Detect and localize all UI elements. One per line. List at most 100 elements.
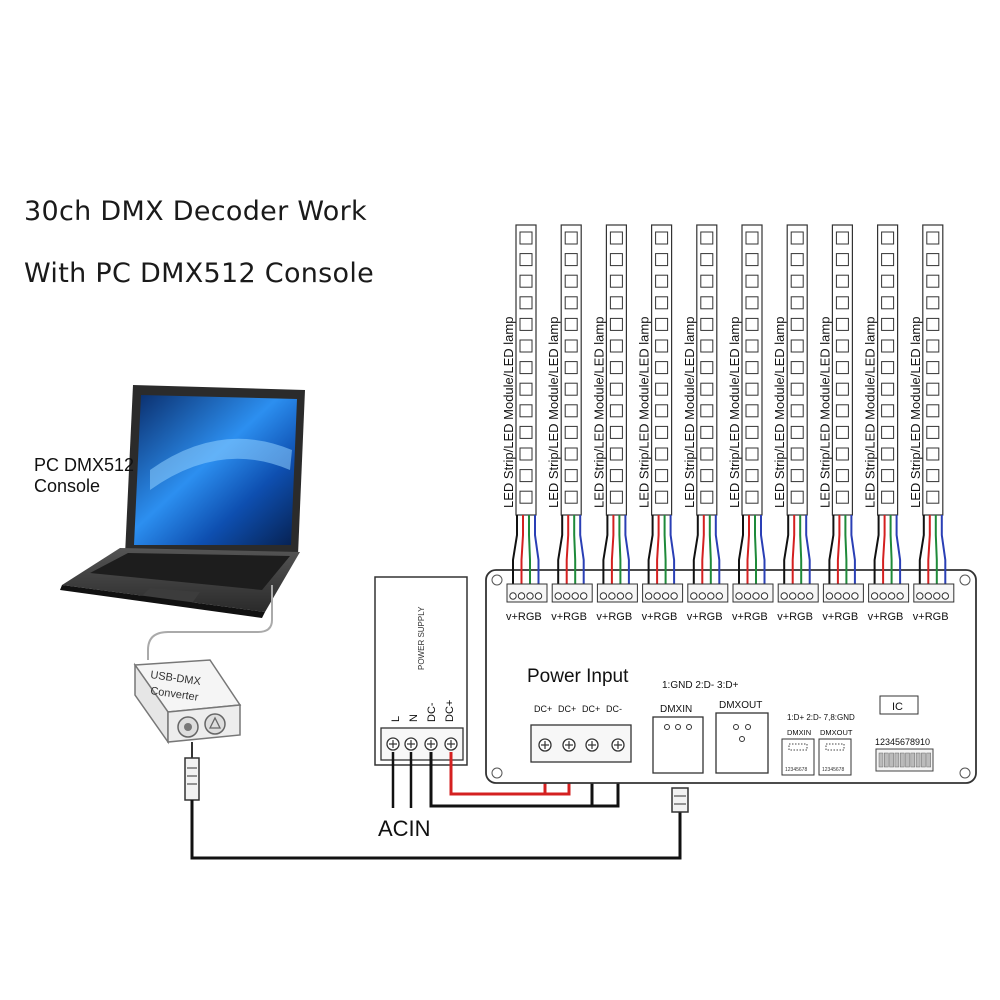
dip-numbers: 12345678910 bbox=[875, 737, 930, 747]
led-chip bbox=[564, 231, 578, 245]
dmxin-port bbox=[652, 716, 704, 774]
led-chip bbox=[609, 274, 623, 288]
led-chip bbox=[745, 382, 759, 396]
dip-switch-cell bbox=[910, 752, 916, 768]
led-chip bbox=[881, 339, 895, 353]
strip-wire bbox=[573, 515, 577, 592]
output-label: v+RGB bbox=[732, 611, 768, 623]
led-chip bbox=[655, 361, 669, 375]
ps-terminal-L: L bbox=[390, 716, 402, 722]
led-chip bbox=[790, 425, 804, 439]
led-chip bbox=[564, 447, 578, 461]
led-chip bbox=[700, 404, 714, 418]
led-chip bbox=[564, 317, 578, 331]
led-chip bbox=[700, 361, 714, 375]
led-chip bbox=[700, 425, 714, 439]
power-terminal-label-2: DC+ bbox=[558, 704, 576, 714]
led-chip bbox=[519, 447, 533, 461]
led-chip bbox=[835, 253, 849, 267]
converter-plug bbox=[184, 757, 200, 801]
screen-swoosh bbox=[150, 438, 292, 490]
small-dmxin-label: DMXIN bbox=[787, 728, 811, 737]
led-chip bbox=[881, 382, 895, 396]
title-line-2: With PC DMX512 Console bbox=[24, 258, 375, 289]
led-chip bbox=[790, 253, 804, 267]
strip-wire bbox=[656, 515, 660, 592]
led-chip bbox=[519, 382, 533, 396]
led-chip bbox=[745, 404, 759, 418]
led-chip bbox=[926, 469, 940, 483]
led-chip bbox=[745, 469, 759, 483]
led-chip bbox=[745, 425, 759, 439]
dip-switch-cell bbox=[878, 752, 884, 768]
strip-wire bbox=[760, 515, 766, 592]
strip-label: LED Strip/LED Module/LED lamp bbox=[682, 317, 697, 508]
led-chip bbox=[519, 296, 533, 310]
led-chip bbox=[564, 425, 578, 439]
ic-label: IC bbox=[892, 701, 903, 713]
led-chip bbox=[655, 469, 669, 483]
led-chip bbox=[609, 339, 623, 353]
strip-wire bbox=[579, 515, 585, 592]
led-chip bbox=[519, 274, 533, 288]
strip-wire bbox=[618, 515, 622, 592]
laptop-keyboard bbox=[90, 553, 290, 590]
led-chip bbox=[745, 253, 759, 267]
led-chip bbox=[881, 447, 895, 461]
led-chip bbox=[790, 447, 804, 461]
strip-wire bbox=[746, 515, 750, 592]
led-chip bbox=[745, 231, 759, 245]
usb-dmx-converter bbox=[133, 659, 242, 745]
small-dmxin-pins: 12345678 bbox=[785, 767, 807, 773]
dmxin-label: DMXIN bbox=[660, 704, 692, 715]
led-chip bbox=[835, 339, 849, 353]
led-chip bbox=[835, 317, 849, 331]
usb-cable bbox=[147, 585, 273, 660]
strip-wire bbox=[754, 515, 757, 592]
strip-wire bbox=[783, 515, 790, 592]
led-chip bbox=[790, 339, 804, 353]
dmxin-plug bbox=[671, 787, 689, 813]
led-chip bbox=[881, 404, 895, 418]
strip-wire bbox=[708, 515, 712, 592]
strip-label: LED Strip/LED Module/LED lamp bbox=[591, 317, 606, 508]
small-dmxout-label: DMXOUT bbox=[820, 728, 853, 737]
led-chip bbox=[655, 404, 669, 418]
output-label: v+RGB bbox=[777, 611, 813, 623]
led-chip bbox=[745, 447, 759, 461]
strip-wire bbox=[791, 515, 796, 592]
led-chip bbox=[745, 317, 759, 331]
led-chip bbox=[745, 339, 759, 353]
led-chip bbox=[790, 274, 804, 288]
strip-wire bbox=[940, 515, 947, 592]
led-chip bbox=[700, 253, 714, 267]
led-chip bbox=[926, 296, 940, 310]
led-chip bbox=[745, 361, 759, 375]
led-chip bbox=[519, 469, 533, 483]
rj-pinout-label: 1:GND 2:D- 3:D+ bbox=[662, 680, 739, 691]
led-chip bbox=[881, 253, 895, 267]
led-chip bbox=[745, 490, 759, 504]
led-chip bbox=[519, 317, 533, 331]
led-chip bbox=[609, 382, 623, 396]
led-chip bbox=[926, 317, 940, 331]
dip-switch-cell bbox=[894, 752, 900, 768]
led-chip bbox=[655, 231, 669, 245]
led-chip bbox=[655, 296, 669, 310]
dmx-cable bbox=[190, 800, 682, 860]
led-chip bbox=[655, 447, 669, 461]
led-chip bbox=[519, 253, 533, 267]
led-chip bbox=[926, 382, 940, 396]
ps-screws bbox=[386, 737, 458, 751]
led-chip bbox=[881, 274, 895, 288]
xlr-port-2 bbox=[204, 713, 226, 735]
strip-label: LED Strip/LED Module/LED lamp bbox=[863, 317, 878, 508]
led-chip bbox=[835, 231, 849, 245]
